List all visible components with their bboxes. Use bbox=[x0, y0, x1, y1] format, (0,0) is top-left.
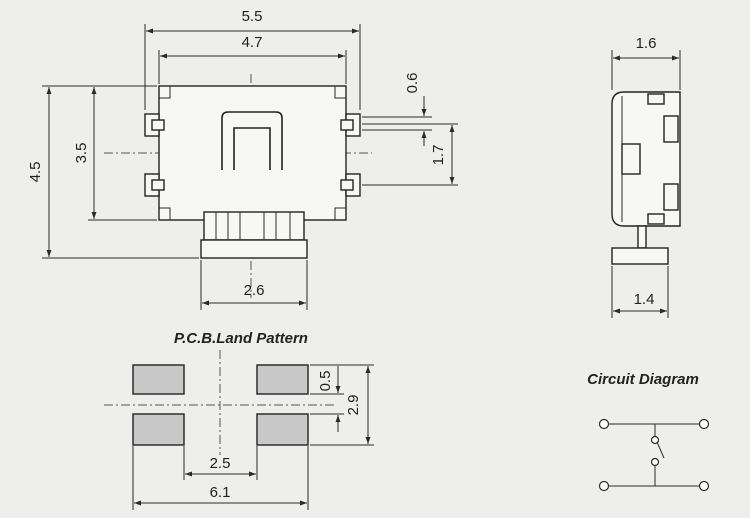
right-terminal-lower-tab bbox=[340, 179, 354, 191]
pcb-pad-top-right bbox=[256, 364, 309, 395]
circuit-switch-blade bbox=[656, 441, 665, 459]
dimension-outer-span: 6.1 bbox=[132, 446, 309, 510]
dimension-pad-span-vertical: 2.9 bbox=[310, 364, 374, 446]
label-lead-pitch: 1.7 bbox=[430, 145, 447, 166]
dimension-depth: 1.6 bbox=[611, 35, 681, 90]
side-lower-terminal bbox=[663, 183, 679, 211]
circuit-diagram: Circuit Diagram bbox=[587, 371, 710, 492]
label-depth: 1.6 bbox=[636, 35, 657, 52]
top-view: 5.5 4.7 4.5 3.5 0.6 bbox=[27, 8, 458, 310]
pcb-land-pattern-title: P.C.B.Land Pattern bbox=[174, 330, 308, 347]
circuit-contact-top bbox=[650, 435, 660, 445]
dimension-actuator-depth: 1.4 bbox=[611, 266, 669, 318]
circuit-diagram-title: Circuit Diagram bbox=[587, 371, 699, 388]
side-bottom-tab bbox=[647, 213, 665, 225]
pcb-land-pattern: P.C.B.Land Pattern 0.5 2.9 2.5 bbox=[104, 330, 374, 510]
label-height-outer: 4.5 bbox=[27, 162, 44, 183]
side-top-tab bbox=[647, 93, 665, 105]
label-actuator-depth: 1.4 bbox=[634, 291, 655, 308]
pcb-pad-bottom-right bbox=[256, 413, 309, 446]
actuator-upper bbox=[203, 211, 305, 241]
side-actuator-button bbox=[611, 247, 669, 265]
pcb-pad-top-left bbox=[132, 364, 185, 395]
circuit-contact-bottom bbox=[650, 457, 660, 467]
label-width-inner: 4.7 bbox=[242, 34, 263, 51]
dimension-lead-pitch: 1.7 bbox=[362, 123, 458, 186]
circuit-terminal-top-left bbox=[598, 418, 610, 430]
circuit-terminal-top-right bbox=[698, 418, 710, 430]
latch-inner bbox=[233, 127, 271, 170]
label-width-outer: 5.5 bbox=[242, 8, 263, 25]
side-actuator-window bbox=[621, 143, 641, 175]
body-corner-marks bbox=[159, 86, 346, 220]
label-outer-span: 6.1 bbox=[210, 484, 231, 501]
dimension-actuator-width: 2.6 bbox=[200, 260, 308, 310]
label-pad-height: 0.5 bbox=[317, 371, 334, 392]
left-terminal-lower-tab bbox=[151, 179, 165, 191]
side-view: 1.6 1.4 bbox=[611, 35, 681, 318]
label-inner-gap: 2.5 bbox=[210, 455, 231, 472]
label-height-inner: 3.5 bbox=[73, 143, 90, 164]
label-pad-span-vertical: 2.9 bbox=[345, 395, 362, 416]
right-terminal-upper-tab bbox=[340, 119, 354, 131]
dimension-pad-height: 0.5 bbox=[310, 366, 344, 432]
side-upper-terminal bbox=[663, 115, 679, 143]
side-stem bbox=[637, 225, 647, 249]
actuator-lower bbox=[200, 239, 308, 259]
pcb-pad-bottom-left bbox=[132, 413, 185, 446]
dimension-width-inner: 4.7 bbox=[158, 34, 347, 84]
side-body bbox=[611, 91, 681, 227]
switch-body bbox=[158, 85, 347, 221]
dimension-inner-gap: 2.5 bbox=[183, 446, 258, 480]
circuit-terminal-bottom-right bbox=[698, 480, 710, 492]
dimension-lead-width: 0.6 bbox=[362, 73, 432, 146]
label-actuator-width: 2.6 bbox=[244, 282, 265, 299]
dimension-width-outer: 5.5 bbox=[144, 8, 361, 110]
dimension-height-inner: 3.5 bbox=[73, 85, 157, 221]
label-lead-width: 0.6 bbox=[404, 73, 421, 94]
left-terminal-upper-tab bbox=[151, 119, 165, 131]
latch-outer bbox=[221, 111, 283, 170]
circuit-terminal-bottom-left bbox=[598, 480, 610, 492]
